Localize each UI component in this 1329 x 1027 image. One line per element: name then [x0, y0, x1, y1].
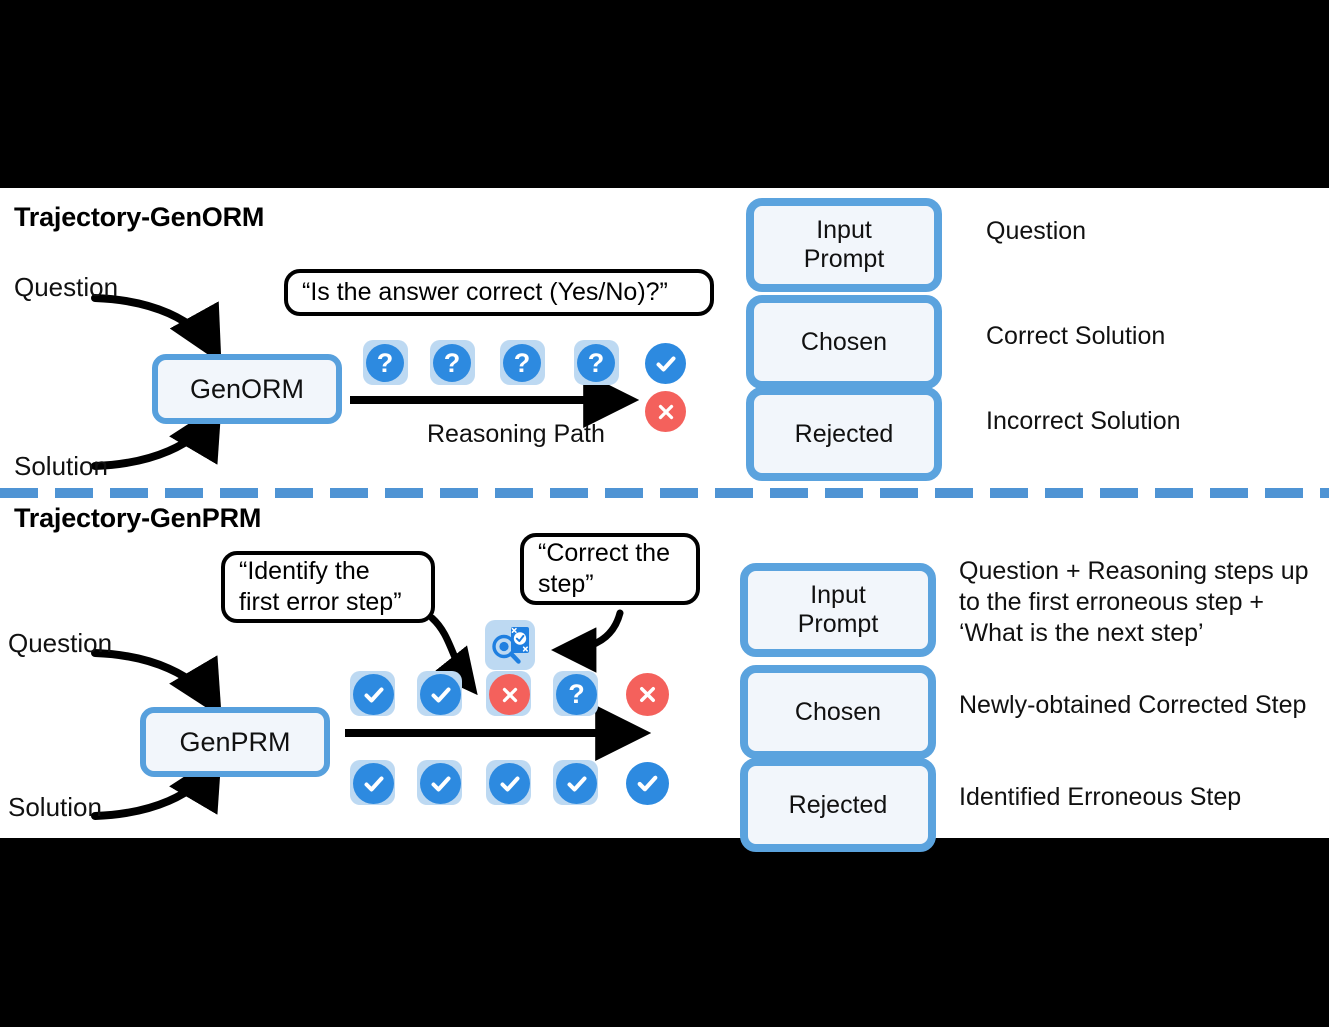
genprm-identify-bubble: “Identify the first error step”: [221, 551, 435, 623]
genorm-row-3-box-label: Rejected: [794, 419, 894, 448]
genorm-row-1-box[interactable]: Input Prompt: [746, 198, 942, 292]
genorm-prompt-text: “Is the answer correct (Yes/No)?”: [302, 278, 668, 306]
genorm-row-1-box-line-2: Prompt: [803, 245, 885, 273]
genorm-row-2-description: Correct Solution: [986, 322, 1166, 350]
section-title-genorm: Trajectory-GenORM: [14, 202, 265, 232]
genprm-row-1-box[interactable]: Input Prompt: [740, 563, 936, 657]
diagram-canvas: Trajectory-GenORM Question Solution GenO…: [0, 188, 1329, 852]
genprm-row-3-description: Identified Erroneous Step: [959, 783, 1242, 811]
genorm-reasoning-path-label: Reasoning Path: [427, 420, 605, 448]
question-mark-glyph: ?: [443, 347, 461, 378]
question-mark-glyph: ?: [587, 347, 605, 378]
genorm-row-1-box-line-1: Input: [816, 216, 872, 244]
question-mark-glyph: ?: [513, 347, 531, 378]
section-title-genprm: Trajectory-GenPRM: [14, 503, 262, 533]
genorm-row-3-box[interactable]: Rejected: [746, 387, 942, 481]
genprm-bottom-step-1-check-icon: [353, 763, 394, 804]
genprm-row-3-box[interactable]: Rejected: [740, 758, 936, 852]
section-divider: [0, 488, 1329, 498]
genorm-input-question-label: Question: [14, 272, 119, 302]
genprm-row-1-box-line-2: Prompt: [797, 610, 879, 638]
genprm-identify-bubble-line-1: “Identify the: [239, 557, 370, 585]
question-mark-glyph: ?: [376, 347, 394, 378]
genprm-bottom-outcome-check-icon: [626, 762, 669, 805]
genorm-model-box[interactable]: GenORM: [152, 354, 342, 424]
genprm-correct-bubble: “Correct the step”: [520, 533, 700, 605]
question-mark-glyph: ?: [568, 679, 585, 709]
genprm-identify-bubble-line-2: first error step”: [239, 588, 402, 616]
genprm-row-1-description-line-1: Question + Reasoning steps up: [959, 557, 1309, 585]
genorm-row-3-description: Incorrect Solution: [986, 407, 1181, 435]
genorm-model-label: GenORM: [189, 373, 305, 404]
genprm-correct-bubble-line-2: step”: [538, 570, 594, 598]
genprm-row-2-box-label: Chosen: [794, 697, 882, 726]
genprm-bottom-step-2-check-icon: [420, 763, 461, 804]
genorm-prompt-bubble: “Is the answer correct (Yes/No)?”: [284, 269, 714, 316]
genorm-outcome-incorrect-cross-icon: [645, 391, 686, 432]
genprm-row-1-description-line-3: ‘What is the next step’: [959, 619, 1204, 647]
genprm-correct-bubble-line-1: “Correct the: [538, 539, 670, 567]
genorm-row-1-description: Question: [986, 217, 1087, 245]
genorm-outcome-correct-check-icon: [645, 343, 686, 384]
genprm-row-3-box-label: Rejected: [788, 790, 888, 819]
genprm-top-step-2-check-icon: [420, 674, 461, 715]
genorm-step-1-unknown-icon: ?: [366, 344, 404, 382]
genprm-model-box[interactable]: GenPRM: [140, 707, 330, 777]
genprm-input-question-label: Question: [8, 628, 113, 658]
genprm-row-2-description: Newly-obtained Corrected Step: [959, 691, 1307, 719]
genprm-top-step-3-cross-icon: [489, 674, 530, 715]
genprm-top-outcome-cross-icon: [626, 673, 669, 716]
genprm-row-1-description: Question + Reasoning steps up to the fir…: [959, 556, 1309, 649]
magnifier-gear-review-icon: [485, 620, 535, 670]
genorm-row-2-box-label: Chosen: [800, 327, 888, 356]
genprm-row-1-description-line-2: to the first erroneous step +: [959, 588, 1265, 616]
genprm-row-2-box[interactable]: Chosen: [740, 665, 936, 759]
genorm-step-2-unknown-icon: ?: [433, 344, 471, 382]
genorm-step-3-unknown-icon: ?: [503, 344, 541, 382]
genprm-bottom-step-3-check-icon: [489, 763, 530, 804]
genprm-top-step-4-unknown-icon: ?: [556, 674, 597, 715]
genprm-bottom-step-4-check-icon: [556, 763, 597, 804]
genprm-top-step-1-check-icon: [353, 674, 394, 715]
genprm-model-label: GenPRM: [179, 726, 291, 757]
genorm-input-solution-label: Solution: [14, 451, 108, 481]
genorm-step-4-unknown-icon: ?: [577, 344, 615, 382]
genprm-input-solution-label: Solution: [8, 792, 102, 822]
genorm-row-2-box[interactable]: Chosen: [746, 295, 942, 389]
genprm-row-1-box-line-1: Input: [810, 581, 866, 609]
